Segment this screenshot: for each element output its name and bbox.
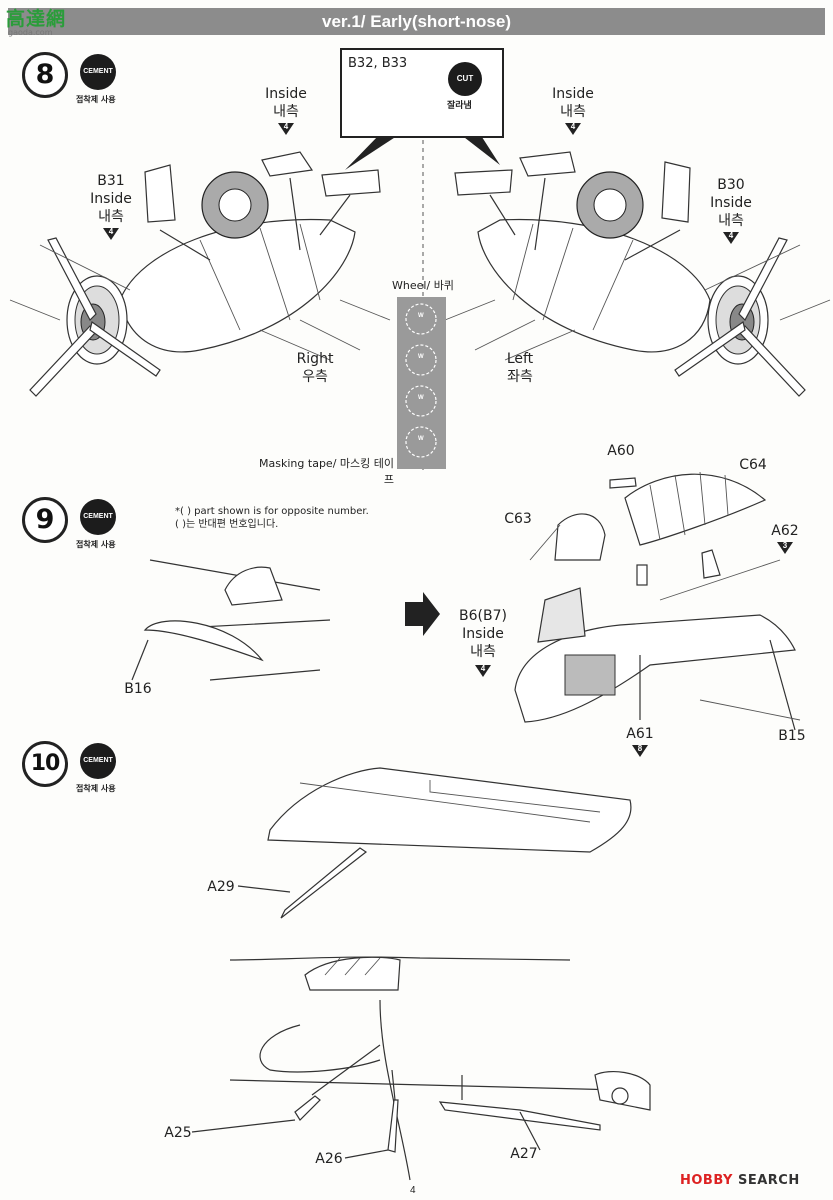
fuselage-step9-left [131, 559, 331, 681]
part-count-badge: 4 [723, 231, 739, 244]
part-label-a27: A27 [510, 1146, 538, 1162]
cut-korean-label: 잘라냄 [447, 101, 472, 111]
fuselage-step10 [191, 956, 651, 1181]
part-label-a25: A25 [164, 1125, 192, 1141]
fuselage-step9-right [514, 471, 801, 731]
watermark-logo: 高達網 [6, 8, 67, 30]
page-header: ver.1/ Early(short-nose) [8, 8, 825, 35]
step-number-10: 10 [22, 741, 68, 787]
part-label-a60: A60 [607, 443, 635, 459]
step-number-8: 8 [22, 52, 68, 98]
part-label-a61: A61 [626, 726, 654, 742]
part-label-a62: A62 [771, 523, 799, 539]
part-count-badge: 4 [278, 122, 294, 135]
wheel-mark: W [418, 436, 424, 442]
part-label-b15: B15 [778, 728, 806, 744]
hobbysearch-watermark: HOBBY SEARCH [680, 1173, 800, 1188]
cement-korean-label: 접착제 사용 [76, 95, 116, 104]
opposite-number-note: *( ) part shown is for opposite number.(… [175, 506, 369, 530]
wheel-label: Wheel/ 바퀴 [392, 279, 454, 292]
part-count-badge: 4 [103, 227, 119, 240]
wheel-mark: W [418, 354, 424, 360]
part-count-badge: 4 [565, 122, 581, 135]
part-label-c64: C64 [739, 457, 767, 473]
wheel-mark: W [418, 395, 424, 401]
cement-icon: CEMENT [80, 499, 116, 535]
cement-korean-label: 접착제 사용 [76, 784, 116, 793]
masking-tape-label: Masking tape/ 마스킹 테이프 [259, 457, 394, 486]
cement-korean-label: 접착제 사용 [76, 540, 116, 549]
watermark-site: gaoda.com [8, 28, 53, 37]
cut-icon: CUT [448, 62, 482, 96]
part-label-c63: C63 [504, 511, 532, 527]
aircraft-left-view [444, 151, 831, 397]
wing-step10 [237, 767, 632, 919]
aircraft-right-view [9, 151, 391, 397]
part-count-badge: 8 [632, 744, 648, 757]
page-number: 4 [410, 1185, 416, 1196]
part-count-badge: 3 [777, 541, 793, 554]
cement-icon: CEMENT [80, 54, 116, 90]
callout-box: B32, B33 CUT 잘라냄 [340, 48, 504, 138]
step-number-9: 9 [22, 497, 68, 543]
callout-parts-label: B32, B33 [348, 56, 408, 71]
masking-tape-strip: W W W W [397, 297, 446, 469]
cement-icon: CEMENT [80, 743, 116, 779]
part-label-a29: A29 [207, 879, 235, 895]
wheel-mark: W [418, 313, 424, 319]
part-count-badge: 4 [475, 664, 491, 677]
part-label-a26: A26 [315, 1151, 343, 1167]
part-label-b16: B16 [124, 681, 152, 697]
